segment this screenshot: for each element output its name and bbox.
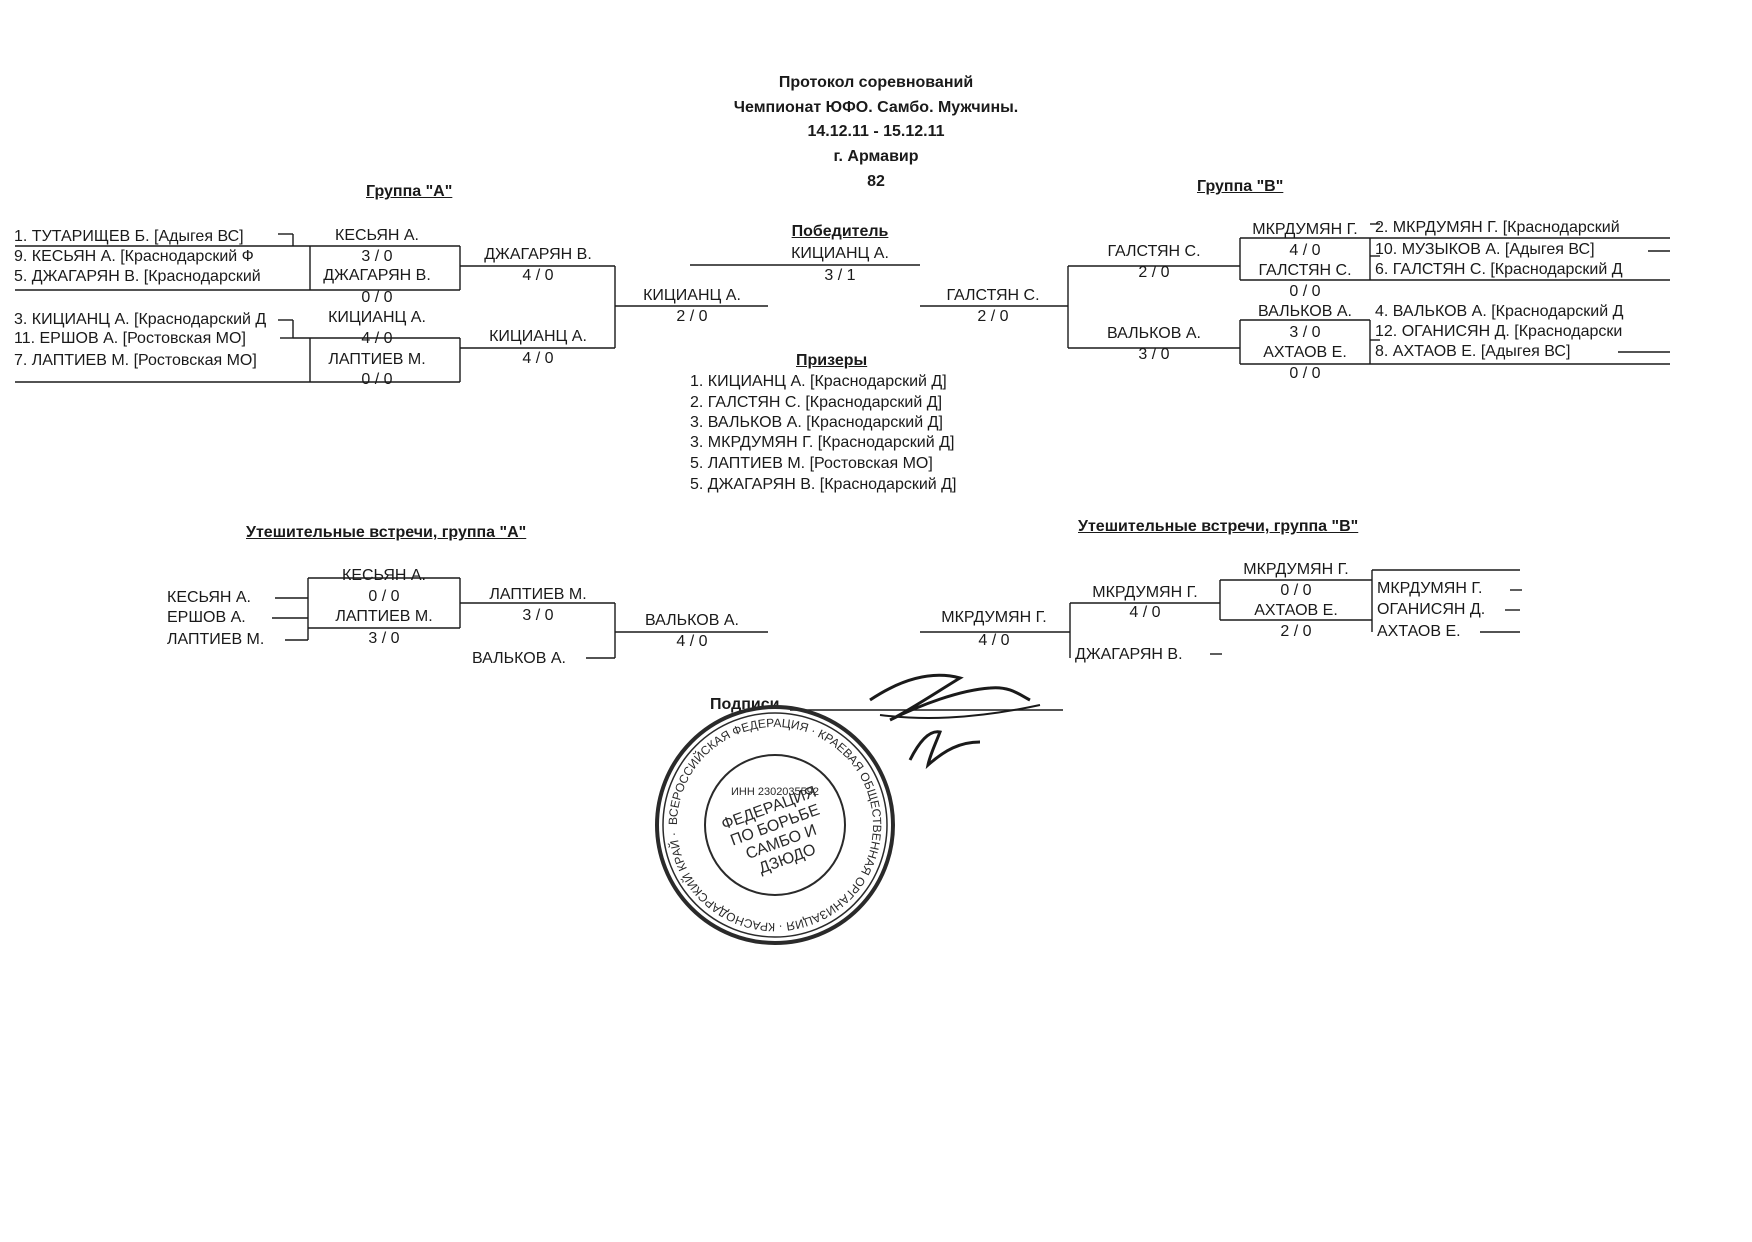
- cons-b-r2-name: МКРДУМЯН Г.: [1092, 584, 1198, 601]
- group-a-entry: 7. ЛАПТИЕВ М. [Ростовская МО]: [14, 352, 257, 369]
- group-b-entry: 8. АХТАОВ Е. [Адыгея ВС]: [1375, 343, 1571, 360]
- group-b-r2-score: 2 / 0: [1138, 264, 1170, 281]
- winner-name: КИЦИАНЦ А.: [791, 245, 889, 262]
- group-b-r1-score: 0 / 0: [1289, 365, 1321, 382]
- group-b-r1-name: ВАЛЬКОВ А.: [1258, 303, 1352, 320]
- group-b-r1-name: ГАЛСТЯН С.: [1258, 262, 1352, 279]
- cons-b-final-score: 4 / 0: [978, 632, 1010, 649]
- group-a-entry: 5. ДЖАГАРЯН В. [Краснодарский: [14, 268, 261, 285]
- group-b-entry: 12. ОГАНИСЯН Д. [Краснодарски: [1375, 323, 1623, 340]
- cons-a-r1-score: 0 / 0: [368, 588, 400, 605]
- cons-b-r2-score: 4 / 0: [1129, 604, 1161, 621]
- group-b-entry: 10. МУЗЫКОВ А. [Адыгея ВС]: [1375, 241, 1595, 258]
- cons-a-r2-name: ЛАПТИЕВ М.: [489, 586, 587, 603]
- cons-a-r2-bottom: ВАЛЬКОВ А.: [472, 650, 566, 667]
- group-b-r1-score: 3 / 0: [1289, 324, 1321, 341]
- group-b-r2-name: ВАЛЬКОВ А.: [1107, 325, 1201, 342]
- cons-a-r1-name: КЕСЬЯН А.: [342, 567, 426, 584]
- cons-b-r1-score: 0 / 0: [1280, 582, 1312, 599]
- cons-a-entry: ЛАПТИЕВ М.: [167, 631, 265, 648]
- group-a-title: Группа "А": [366, 183, 453, 200]
- group-a-r1-name: КЕСЬЯН А.: [335, 227, 419, 244]
- group-a-r1-name: КИЦИАНЦ А.: [328, 309, 426, 326]
- group-a-r2-name: ДЖАГАРЯН В.: [484, 246, 592, 263]
- prize-item: 5. ЛАПТИЕВ М. [Ростовская МО]: [690, 455, 933, 472]
- group-b-final-name: ГАЛСТЯН С.: [946, 287, 1040, 304]
- group-a-r1-score: 4 / 0: [361, 330, 393, 347]
- group-b-r1-name: АХТАОВ Е.: [1263, 344, 1347, 361]
- group-a-r1-score: 3 / 0: [361, 248, 393, 265]
- group-b-title: Группа "В": [1197, 178, 1284, 195]
- prize-item: 2. ГАЛСТЯН С. [Краснодарский Д]: [690, 394, 943, 411]
- group-a-entry: 3. КИЦИАНЦ А. [Краснодарский Д: [14, 311, 267, 328]
- winner-score: 3 / 1: [824, 267, 856, 284]
- cons-b-entry: ОГАНИСЯН Д.: [1377, 601, 1486, 618]
- cons-a-r1-name: ЛАПТИЕВ М.: [335, 608, 433, 625]
- group-a-r2-score: 4 / 0: [522, 350, 554, 367]
- group-b-r2-score: 3 / 0: [1138, 346, 1170, 363]
- group-b-r1-score: 0 / 0: [1289, 283, 1321, 300]
- event-city: г. Армавир: [833, 148, 919, 165]
- group-a-r1-score: 0 / 0: [361, 289, 393, 306]
- group-a-r1-score: 0 / 0: [361, 371, 393, 388]
- prize-item: 1. КИЦИАНЦ А. [Краснодарский Д]: [690, 373, 947, 390]
- group-b-entry: 4. ВАЛЬКОВ А. [Краснодарский Д: [1375, 303, 1624, 320]
- group-a-entry: 9. КЕСЬЯН А. [Краснодарский Ф: [14, 248, 254, 265]
- weight-class: 82: [867, 173, 885, 190]
- cons-b-entry: АХТАОВ Е.: [1377, 623, 1461, 640]
- group-b-r1-name: МКРДУМЯН Г.: [1252, 221, 1358, 238]
- protocol-title: Протокол соревнований: [778, 74, 974, 91]
- prize-item: 5. ДЖАГАРЯН В. [Краснодарский Д]: [690, 476, 957, 493]
- group-a-entry: 1. ТУТАРИЩЕВ Б. [Адыгея ВС]: [14, 228, 244, 245]
- cons-b-title: Утешительные встречи, группа "В": [1078, 518, 1359, 535]
- group-b-entry: 2. МКРДУМЯН Г. [Краснодарский: [1375, 219, 1620, 236]
- group-b-r1-score: 4 / 0: [1289, 242, 1321, 259]
- group-a-r1-name: ДЖАГАРЯН В.: [323, 267, 431, 284]
- championship-title: Чемпионат ЮФО. Самбо. Мужчины.: [733, 99, 1019, 116]
- group-a-entry: 11. ЕРШОВ А. [Ростовская МО]: [14, 330, 246, 347]
- cons-b-final-name: МКРДУМЯН Г.: [941, 609, 1047, 626]
- cons-a-r1-score: 3 / 0: [368, 630, 400, 647]
- group-b-entry: 6. ГАЛСТЯН С. [Краснодарский Д: [1375, 261, 1623, 278]
- group-a-r2-name: КИЦИАНЦ А.: [489, 328, 587, 345]
- cons-a-title: Утешительные встречи, группа "А": [246, 524, 527, 541]
- cons-b-r1-name: МКРДУМЯН Г.: [1243, 561, 1349, 578]
- cons-a-final-score: 4 / 0: [676, 633, 708, 650]
- cons-a-entry: КЕСЬЯН А.: [167, 589, 251, 606]
- cons-b-entry: МКРДУМЯН Г.: [1377, 580, 1483, 597]
- cons-b-r2-bottom: ДЖАГАРЯН В.: [1075, 646, 1183, 663]
- cons-a-entry: ЕРШОВ А.: [167, 609, 246, 626]
- cons-b-r1-score: 2 / 0: [1280, 623, 1312, 640]
- group-a-final-name: КИЦИАНЦ А.: [643, 287, 741, 304]
- prizes-title: Призеры: [796, 352, 868, 369]
- event-dates: 14.12.11 - 15.12.11: [807, 123, 945, 140]
- cons-b-r1-name: АХТАОВ Е.: [1254, 602, 1338, 619]
- group-b-r2-name: ГАЛСТЯН С.: [1107, 243, 1201, 260]
- group-a-final-score: 2 / 0: [676, 308, 708, 325]
- prize-item: 3. МКРДУМЯН Г. [Краснодарский Д]: [690, 434, 955, 451]
- winner-title: Победитель: [791, 223, 889, 240]
- stamp-inn: ИНН 2302035592: [731, 786, 819, 798]
- signature-1-icon: [869, 673, 1041, 770]
- stamp-seal-icon: ВСЕРОССИЙСКАЯ ФЕДЕРАЦИЯ · КРАЕВАЯ ОБЩЕСТ…: [650, 700, 895, 945]
- prize-item: 3. ВАЛЬКОВ А. [Краснодарский Д]: [690, 414, 943, 431]
- cons-a-r2-score: 3 / 0: [522, 607, 554, 624]
- group-a-r1-name: ЛАПТИЕВ М.: [328, 351, 426, 368]
- group-b-final-score: 2 / 0: [977, 308, 1009, 325]
- cons-a-final-name: ВАЛЬКОВ А.: [645, 612, 739, 629]
- group-a-r2-score: 4 / 0: [522, 267, 554, 284]
